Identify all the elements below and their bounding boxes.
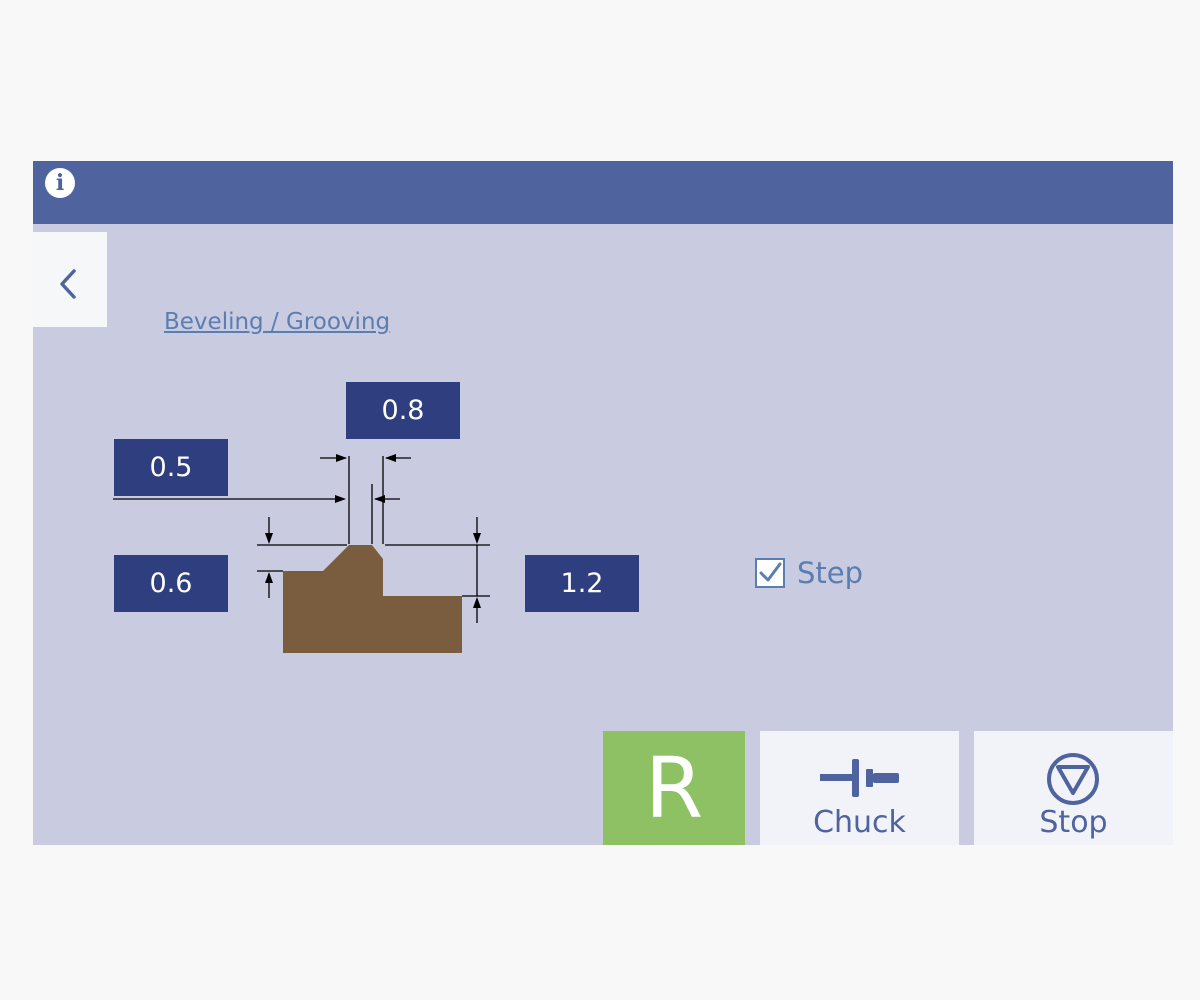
chevron-left-icon — [60, 269, 76, 299]
r-button[interactable]: R — [603, 731, 745, 845]
workpiece-profile — [283, 545, 462, 653]
arrow-bevel-right — [374, 495, 385, 503]
arrow-right-lower — [473, 597, 481, 608]
arrow-top-left — [336, 454, 347, 462]
header-bar: i — [33, 161, 1173, 224]
chuck-label: Chuck — [813, 805, 906, 840]
chuck-button[interactable]: Chuck — [760, 731, 959, 845]
arrow-left-lower — [265, 572, 273, 583]
arrow-left-top — [335, 495, 346, 503]
main-screen: i Beveling / Grooving — [33, 161, 1173, 845]
step-checkbox[interactable]: Step — [755, 555, 863, 591]
section-title-link[interactable]: Beveling / Grooving — [164, 309, 391, 335]
step-label: Step — [797, 556, 864, 590]
chuck-icon — [820, 759, 899, 797]
stop-label: Stop — [1039, 805, 1108, 840]
arrow-left-upper — [265, 533, 273, 544]
info-icon[interactable]: i — [45, 168, 75, 198]
stop-button[interactable]: Stop — [974, 731, 1173, 845]
arrow-right-upper — [473, 533, 481, 544]
stop-circle-triangle-icon — [1047, 753, 1099, 805]
left-top-value[interactable]: 0.5 — [114, 439, 228, 496]
left-height-value[interactable]: 0.6 — [114, 555, 228, 612]
top-width-value[interactable]: 0.8 — [346, 382, 460, 439]
arrow-top-right — [385, 454, 396, 462]
checkbox-checked-icon — [755, 558, 785, 588]
right-height-value[interactable]: 1.2 — [525, 555, 639, 612]
bevel-groove-diagram — [113, 454, 490, 653]
back-button[interactable] — [33, 232, 107, 327]
